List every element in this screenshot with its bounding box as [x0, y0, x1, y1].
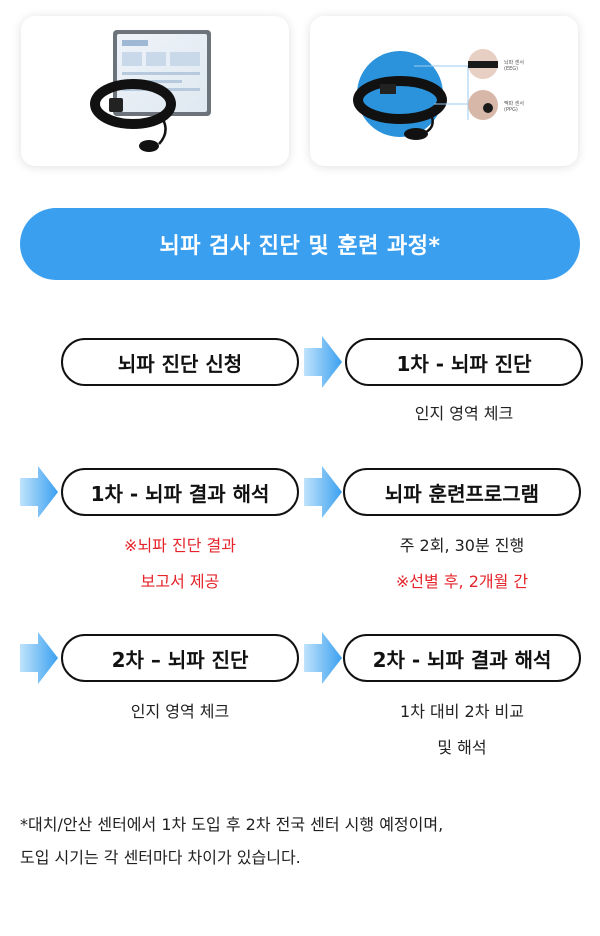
step-second-result-interpretation: 2차 - 뇌파 결과 해석 — [343, 634, 581, 682]
flow-arrow-icon — [304, 466, 342, 518]
footnote-line: *대치/안산 센터에서 1차 도입 후 2차 전국 센터 시행 예정이며, — [20, 815, 444, 834]
tablet-headband-illustration — [90, 30, 211, 152]
flow-arrow-icon — [20, 466, 58, 518]
note-comparison: 1차 대비 2차 비교 및 해석 — [400, 702, 524, 757]
note-report-provided: ※뇌파 진단 결과 보고서 제공 — [124, 536, 236, 591]
step-second-eeg-diagnosis: 2차 – 뇌파 진단 — [61, 634, 299, 682]
step-eeg-training-program: 뇌파 훈련프로그램 — [343, 468, 581, 516]
note-training-schedule: 주 2회, 30분 진행 ※선별 후, 2개월 간 — [395, 536, 529, 591]
ppg-sensor-label: 맥파 센서 (PPG) — [504, 101, 524, 113]
headband-sensor-illustration — [353, 49, 498, 140]
flow-arrow-icon — [304, 336, 342, 388]
step-first-eeg-diagnosis: 1차 - 뇌파 진단 — [345, 338, 583, 386]
section-title: 뇌파 검사 진단 및 훈련 과정* — [20, 208, 580, 280]
step-first-result-interpretation: 1차 - 뇌파 결과 해석 — [61, 468, 299, 516]
product-image-card-sensors: 뇌파 센서 (EEG) 맥파 센서 (PPG) — [310, 16, 578, 166]
footnote: *대치/안산 센터에서 1차 도입 후 2차 전국 센터 시행 예정이며, 도입… — [20, 808, 580, 874]
eeg-sensor-label: 뇌파 센서 (EEG) — [504, 60, 524, 72]
footnote-line: 도입 시기는 각 센터마다 차이가 있습니다. — [20, 848, 301, 867]
flow-arrow-icon — [20, 632, 58, 684]
note-cognitive-check: 인지 영역 체크 — [414, 404, 514, 423]
step-eeg-application: 뇌파 진단 신청 — [61, 338, 299, 386]
product-image-card-tablet — [21, 16, 289, 166]
note-cognitive-check: 인지 영역 체크 — [130, 702, 230, 721]
flow-arrow-icon — [304, 632, 342, 684]
